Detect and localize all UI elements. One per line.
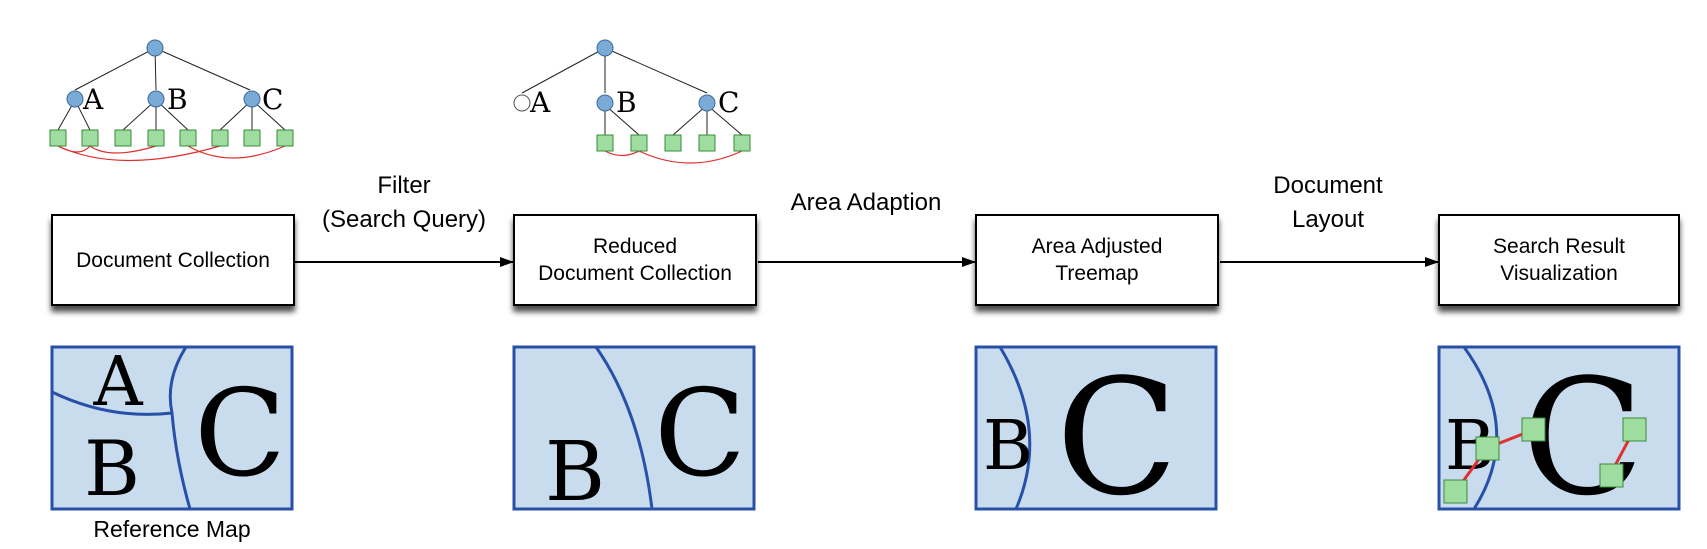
document-links	[57, 145, 286, 162]
document-leaf	[276, 129, 294, 147]
map-background	[974, 345, 1218, 511]
map-label-b: B	[84, 424, 140, 513]
map-label-c: C	[654, 365, 746, 504]
reference-map-caption: Reference Map	[93, 516, 250, 542]
reduced-map: B C	[512, 345, 756, 520]
document-link	[89, 145, 157, 154]
step-box	[513, 214, 757, 306]
step-document-collection: Document Collection	[51, 214, 295, 306]
tree-edge	[706, 104, 743, 136]
tree-edge	[672, 104, 708, 136]
document-leaf	[81, 129, 99, 147]
step-search-result-visualization: Search Result Visualization	[1438, 214, 1680, 306]
region-boundary	[51, 390, 173, 416]
document-link	[57, 145, 221, 162]
node-c	[243, 90, 261, 108]
document-leaf	[211, 129, 229, 147]
document-square	[1521, 417, 1546, 442]
document-square	[1443, 479, 1468, 504]
root-node	[146, 39, 164, 57]
reduced-document-links	[604, 150, 743, 164]
node-b	[147, 90, 165, 108]
tree-edge	[74, 47, 156, 91]
tree-label-b: B	[616, 86, 637, 119]
document-square	[1622, 417, 1647, 442]
transition-document-layout-line1: Document	[1273, 172, 1383, 199]
region-boundary	[594, 346, 654, 510]
document-leaf	[733, 134, 751, 152]
map-label-a: A	[92, 343, 143, 422]
document-square	[1599, 463, 1624, 488]
map-label-b: B	[545, 425, 605, 520]
document-leaf	[630, 134, 648, 152]
tree-edge	[604, 104, 640, 136]
region-boundary	[168, 346, 192, 510]
tree-label-b: B	[167, 83, 188, 116]
map-label-c: C	[1056, 344, 1178, 531]
reduced-document-leaves	[596, 134, 751, 152]
result-documents	[1443, 417, 1647, 504]
document-leaf	[243, 129, 261, 147]
step-box	[51, 214, 295, 306]
node-b	[596, 94, 614, 112]
root-node	[596, 39, 614, 57]
step-box	[1438, 214, 1680, 306]
step-label-line1: Area Adjusted	[1032, 235, 1163, 258]
document-leaf	[596, 134, 614, 152]
document-leaves	[49, 129, 294, 147]
document-leaf	[698, 134, 716, 152]
step-box	[975, 214, 1219, 306]
step-label-line2: Treemap	[1055, 262, 1138, 285]
document-link	[57, 145, 91, 153]
step-area-adjusted-treemap: Area Adjusted Treemap	[975, 214, 1219, 306]
tree-nodes	[66, 39, 261, 108]
tree-label-c: C	[262, 83, 283, 116]
step-label-line2: Visualization	[1500, 262, 1618, 285]
transition-area-adaption: Area Adaption	[791, 189, 942, 216]
step-label-line1: Search Result	[1493, 235, 1625, 258]
reduced-tree-nodes	[513, 39, 716, 112]
node-c	[698, 94, 716, 112]
step-reduced-document-collection: Reduced Document Collection	[513, 214, 757, 306]
area-adjusted-map: B C	[974, 344, 1218, 531]
document-link	[638, 150, 743, 164]
tree-edge	[154, 47, 251, 91]
step-label-line1: Document Collection	[76, 249, 270, 272]
region-boundary	[998, 346, 1032, 510]
tree-edge	[604, 47, 708, 94]
document-square	[1475, 436, 1500, 461]
transition-filter-line2: (Search Query)	[322, 206, 486, 233]
step-label-line1: Reduced	[593, 235, 677, 258]
document-leaf	[179, 129, 197, 147]
tree-label-a: A	[529, 86, 551, 119]
step-label-line2: Document Collection	[538, 262, 732, 285]
search-result-map: B C	[1437, 344, 1681, 531]
document-leaf	[147, 129, 165, 147]
transition-filter-line1: Filter	[377, 172, 430, 199]
document-leaf	[49, 129, 67, 147]
map-label-c: C	[194, 365, 286, 504]
node-a-filtered-out	[513, 94, 531, 112]
region-boundary	[1462, 346, 1499, 510]
document-leaf	[664, 134, 682, 152]
node-a	[66, 90, 84, 108]
tree-label-c: C	[718, 86, 739, 119]
tree-label-a: A	[82, 83, 104, 116]
reference-map: A B C	[50, 343, 294, 513]
document-link	[187, 145, 286, 159]
transition-document-layout-line2: Layout	[1292, 206, 1364, 233]
map-label-b: B	[983, 407, 1033, 486]
tree-edge	[521, 47, 606, 94]
document-leaf	[114, 129, 132, 147]
document-link	[604, 150, 640, 157]
